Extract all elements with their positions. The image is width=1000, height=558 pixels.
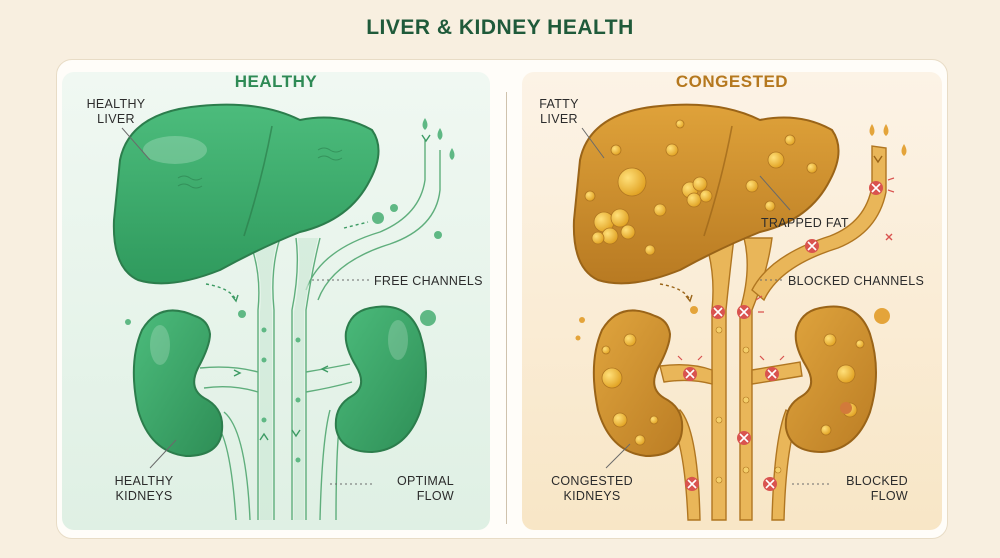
congested-droplets [575,124,907,341]
blocked-icon [805,239,819,253]
healthy-kidney-right [334,305,427,454]
blockage-markers [677,177,895,491]
blocked-icon [869,181,883,195]
blocked-icon [711,305,725,319]
liver-lobe-line [243,125,273,237]
panel-divider [506,92,507,524]
healthy-leaders [121,127,372,485]
congested-leaders [581,127,830,485]
fat-deposits [584,119,818,256]
blocked-burst-icon [677,177,895,361]
blocked-icon [737,305,751,319]
blocked-icon [763,477,777,491]
blocked-channels-label: BLOCKED CHANNELS [788,274,925,288]
liver-highlight [143,136,207,164]
free-channels-label: FREE CHANNELS [374,274,483,288]
congested-channel-dots [688,326,782,484]
blocked-icon [683,367,697,381]
healthy-liver [112,103,380,285]
blocked-icon [765,367,779,381]
healthy-droplets [125,118,455,463]
blocked-icon [685,477,699,491]
congested-arrows [659,155,883,303]
trapped-fat-label: TRAPPED FAT [761,216,849,230]
healthy-channel-fill [250,238,318,520]
main-title: LIVER & KIDNEY HEALTH [366,16,634,39]
congested-heading: CONGESTED [675,72,789,91]
healthy-kidney-left [132,309,224,458]
kidney-stone [840,402,852,414]
blocked-icon [737,431,751,445]
blocked-x-icon [885,233,893,241]
healthy-flow-arrows [205,134,431,441]
healthy-heading: HEALTHY [234,72,318,91]
